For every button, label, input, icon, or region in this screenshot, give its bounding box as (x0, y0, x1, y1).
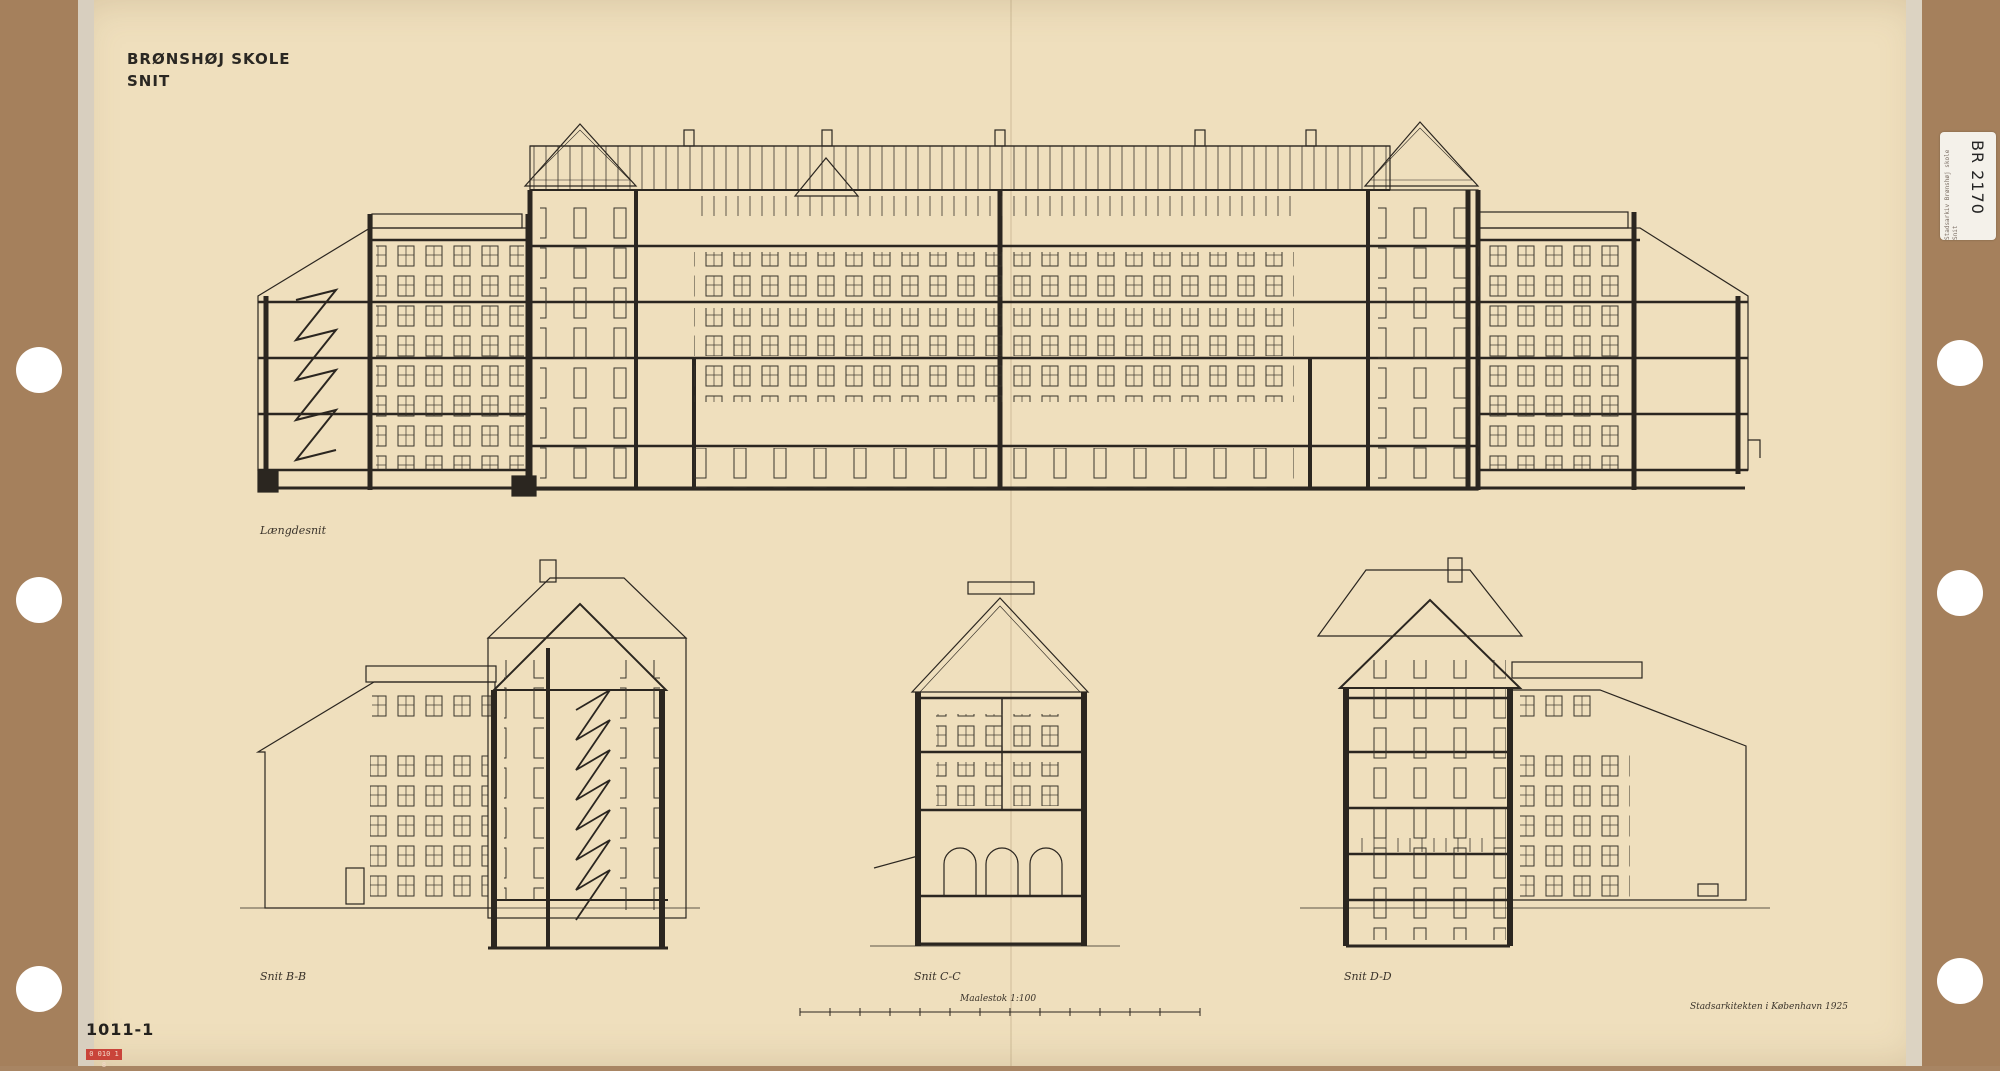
signature: Stadsarkitekten i København 1925 (1690, 1002, 1848, 1012)
section-dd (1300, 557, 1770, 948)
punch-hole (1937, 570, 1983, 616)
sheet-margin (1906, 0, 1922, 1066)
scale-label: Maalestok 1:100 (960, 994, 1037, 1004)
archive-stamp: 0 010 1 8 (86, 1049, 122, 1069)
sheet-number: 1011-1 (86, 1020, 155, 1039)
caption-section-cc: Snit C-C (914, 970, 961, 983)
long-section (257, 121, 1761, 497)
archive-tag: Stadsarkiv Brønshøj skole Snit BR 2170 (1940, 132, 1996, 240)
title-type: SNIT (127, 72, 171, 90)
sheet-margin (78, 0, 94, 1066)
punch-hole (16, 966, 62, 1012)
drawing-title: BRØNSHØJ SKOLE SNIT (127, 48, 291, 92)
punch-hole (1937, 340, 1983, 386)
punch-hole (16, 347, 62, 393)
title-school: BRØNSHØJ SKOLE (127, 50, 291, 68)
caption-long-section: Længdesnit (260, 524, 326, 537)
caption-section-bb: Snit B-B (260, 970, 307, 983)
punch-hole (1937, 958, 1983, 1004)
sheet-fold (1010, 0, 1012, 1066)
section-bb (240, 559, 700, 950)
punch-hole (16, 577, 62, 623)
scale-bar (799, 1008, 1201, 1016)
section-cc (870, 581, 1120, 947)
binding-strip-left (0, 0, 78, 1066)
caption-section-dd: Snit D-D (1344, 970, 1392, 983)
archive-tag-id: BR 2170 (1968, 140, 1987, 215)
